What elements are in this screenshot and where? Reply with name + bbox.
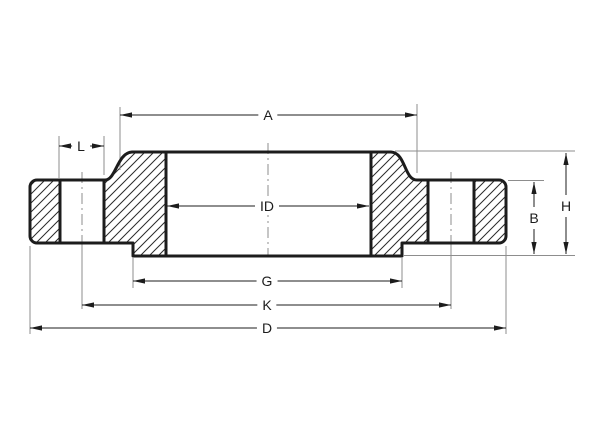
hatch-right-ring <box>474 180 506 243</box>
dim-label-id: ID <box>255 197 279 215</box>
dim-label-b: B <box>527 207 541 229</box>
flange-silhouette <box>28 150 508 258</box>
flange-outline <box>28 150 508 258</box>
hatch-left-hub <box>104 152 166 256</box>
extension-lines <box>29 104 575 334</box>
dim-label-d: D <box>256 319 278 337</box>
dim-label-h: H <box>558 195 574 217</box>
section-hatching <box>30 152 506 256</box>
dim-label-g: G <box>256 272 278 290</box>
dim-label-l: L <box>72 137 90 155</box>
hatch-left-ring <box>30 180 60 243</box>
hatch-right-hub <box>371 152 428 256</box>
dim-label-k: K <box>257 296 277 314</box>
dim-label-a: A <box>258 106 278 124</box>
